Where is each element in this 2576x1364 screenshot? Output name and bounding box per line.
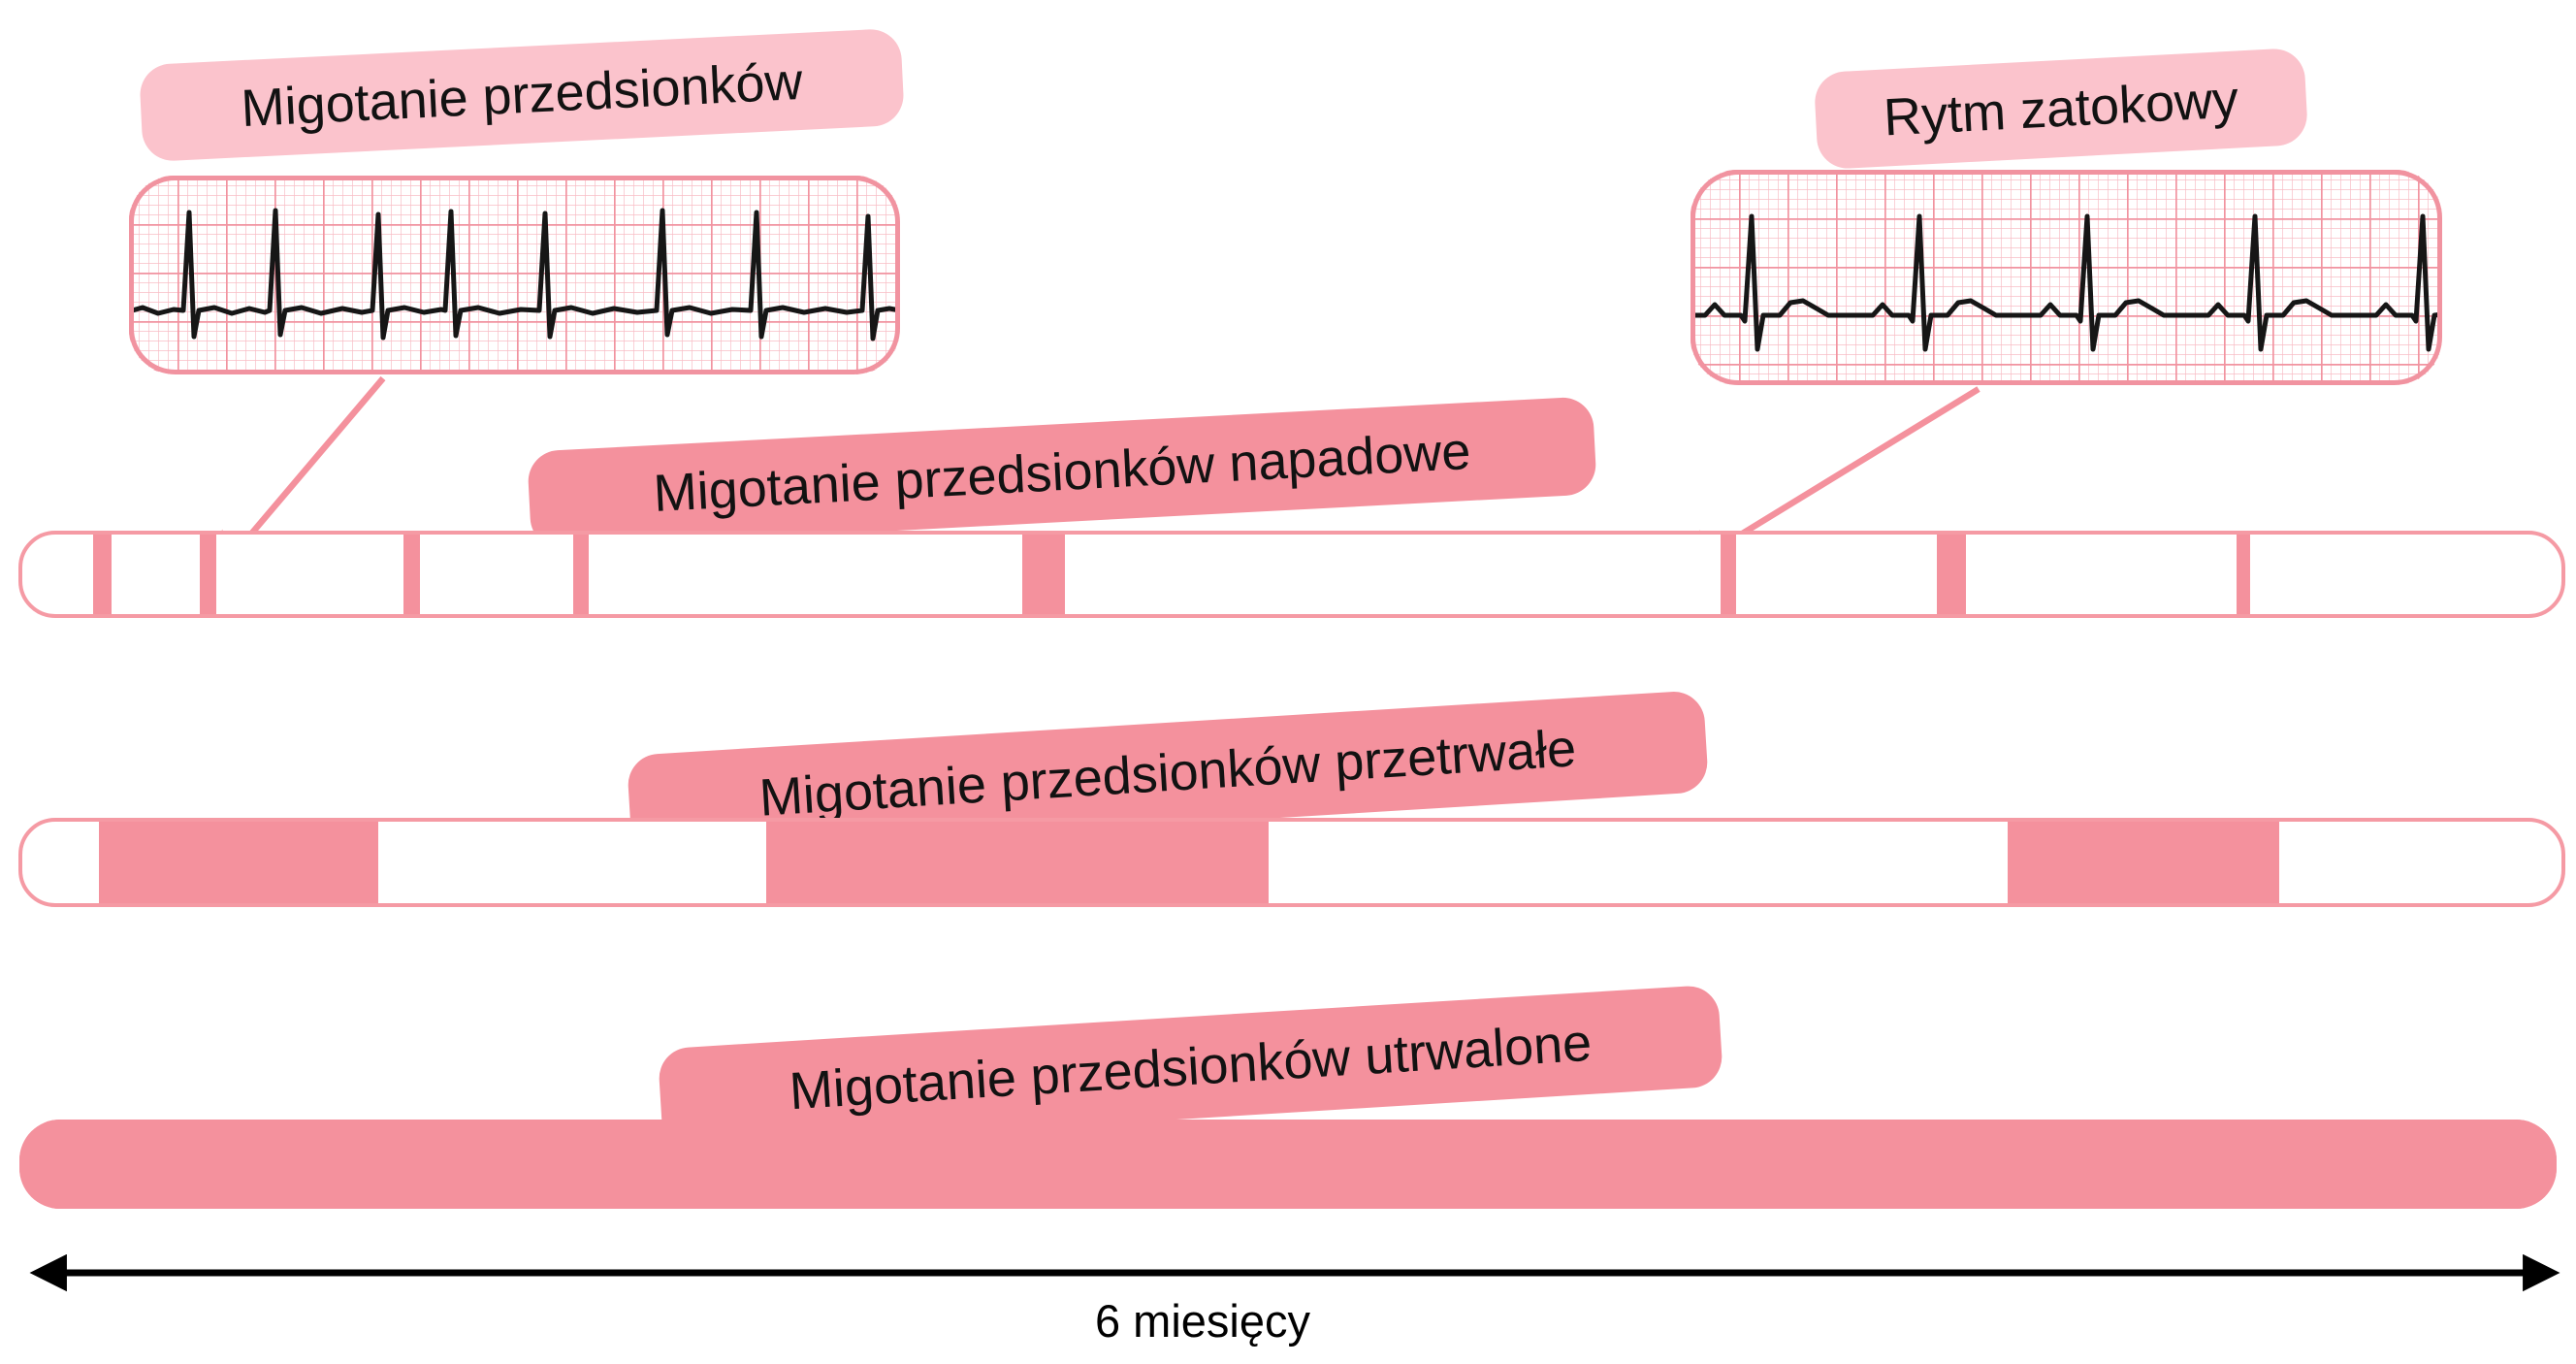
ecg-trace-atrial-fibrillation — [129, 208, 900, 341]
af-episode-segment — [2236, 535, 2251, 614]
ecg-grid-sinus — [1690, 170, 2442, 385]
timeline-bar-permanent — [19, 1120, 2557, 1209]
ecg-strip-sinus — [1690, 170, 2442, 385]
label-sinus-rhythm-text: Rytm zatokowy — [1882, 70, 2240, 147]
af-episode-segment — [402, 535, 420, 614]
af-episode-segment — [1936, 535, 1967, 614]
ecg-strip-border-af — [129, 176, 900, 374]
time-axis-label-text: 6 miesięcy — [1094, 1295, 1310, 1347]
ecg-strip-atrial-fibrillation — [129, 176, 900, 374]
af-episode-segment — [766, 822, 1270, 903]
af-episode-segment — [19, 1120, 2557, 1209]
af-episode-segment — [2008, 822, 2280, 903]
af-episode-segment — [98, 822, 378, 903]
label-atrial-fibrillation: Migotanie przedsionków — [139, 27, 905, 163]
label-atrial-fibrillation-text: Migotanie przedsionków — [240, 51, 804, 138]
af-episode-segment — [1022, 535, 1065, 614]
label-sinus-rhythm: Rytm zatokowy — [1813, 47, 2309, 171]
ecg-trace-sinus — [1690, 213, 2442, 352]
time-axis-label: 6 miesięcy — [1028, 1294, 1377, 1348]
af-episode-segment — [1721, 535, 1737, 614]
timeline-bar-paroxysmal — [18, 531, 2565, 618]
ecg-strip-border-sinus — [1690, 170, 2442, 385]
label-permanent-af-text: Migotanie przedsionków utrwalone — [788, 1013, 1594, 1121]
af-episode-segment — [200, 535, 217, 614]
timeline-bar-persistent — [18, 818, 2565, 907]
ecg-grid-af — [129, 176, 900, 374]
af-episode-segment — [93, 535, 112, 614]
af-episode-segment — [573, 535, 589, 614]
label-paroxysmal-af: Migotanie przedsionków napadowe — [527, 396, 1597, 550]
label-persistent-af-text: Migotanie przedsionków przetrwałe — [757, 719, 1578, 828]
label-paroxysmal-af-text: Migotanie przedsionków napadowe — [652, 422, 1472, 524]
